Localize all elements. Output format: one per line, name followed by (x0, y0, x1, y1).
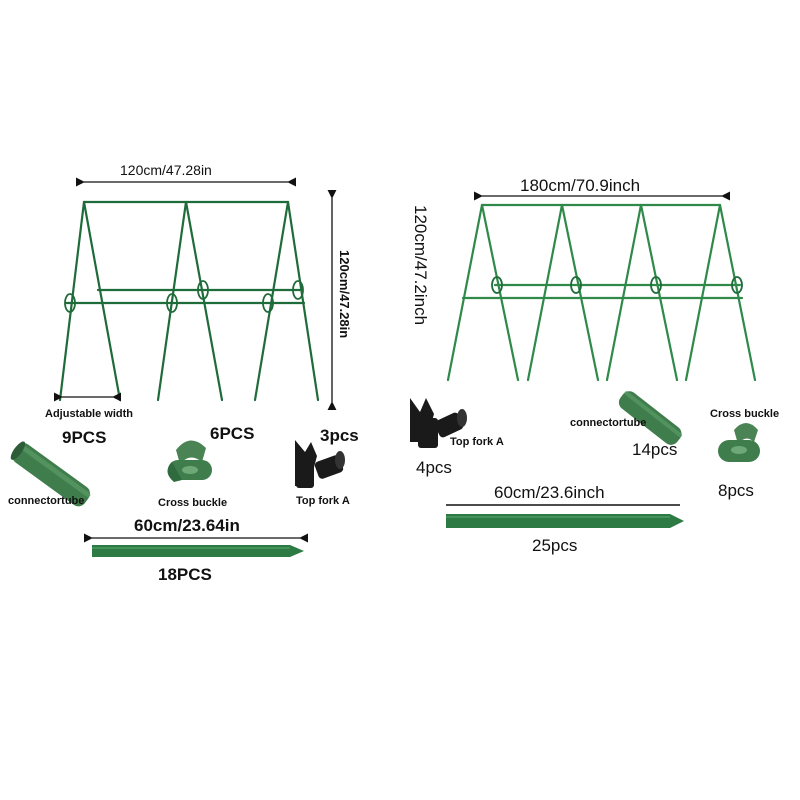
right-buckle-count: 8pcs (718, 481, 754, 500)
right-fork-count: 4pcs (416, 458, 452, 477)
left-connector-count: 9PCS (62, 428, 107, 447)
left-stake-image (92, 545, 304, 557)
right-cross-buckle-image (718, 423, 760, 462)
left-trellis-frame (58, 200, 320, 402)
left-fork-count: 3pcs (320, 426, 359, 445)
right-stake-count: 25pcs (532, 536, 578, 555)
right-stake-image (446, 514, 684, 528)
right-height-label: 120cm/47.2inch (411, 205, 430, 326)
right-width-label: 180cm/70.9inch (520, 176, 641, 195)
left-stake-count: 18PCS (158, 565, 212, 584)
right-trellis-frame (446, 203, 757, 382)
left-top-fork-image (295, 440, 345, 488)
left-buckle-label: Cross buckle (158, 497, 228, 509)
left-connector-label: connectortube (8, 495, 85, 507)
left-fork-label: Top fork A (296, 495, 350, 507)
left-buckle-count: 6PCS (210, 424, 255, 443)
left-stake-length: 60cm/23.64in (134, 516, 240, 535)
adjustable-width-label: Adjustable width (45, 408, 133, 420)
right-top-fork-image (410, 398, 467, 448)
left-connector-tube-image (10, 441, 91, 507)
right-frame-buckles (491, 276, 743, 294)
right-connector-count: 14pcs (632, 440, 678, 459)
right-connector-label: connectortube (570, 417, 647, 429)
left-height-label: 120cm/47.28in (337, 250, 352, 339)
left-width-label: 120cm/47.28in (120, 162, 212, 178)
left-frame-buckles (64, 280, 304, 313)
right-buckle-label: Cross buckle (710, 408, 780, 420)
right-stake-length: 60cm/23.6inch (494, 483, 605, 502)
left-cross-buckle-image (167, 440, 212, 482)
right-fork-label: Top fork A (450, 436, 504, 448)
right-connector-tube-image (618, 391, 683, 445)
